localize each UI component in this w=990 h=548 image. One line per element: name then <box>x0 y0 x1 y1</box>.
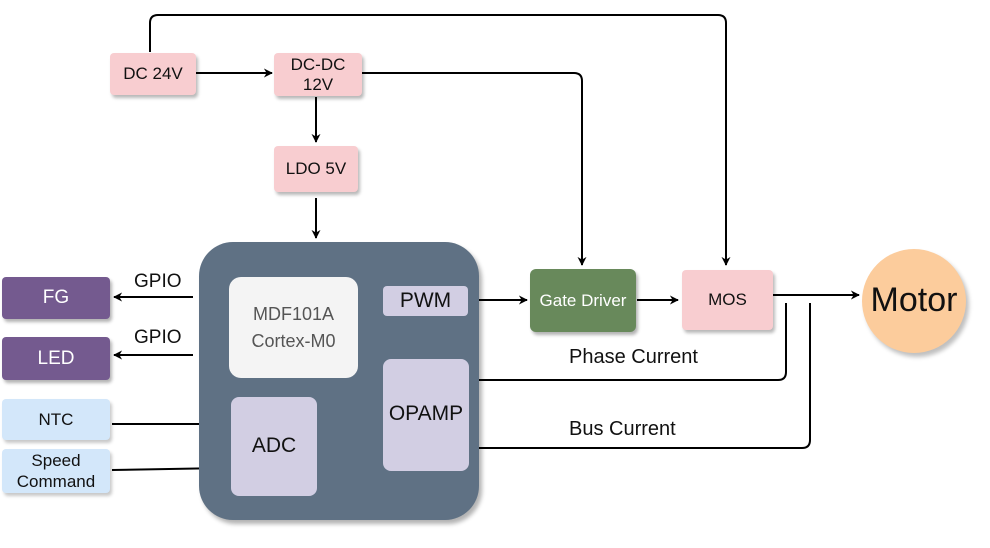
wire-dcdc-to-gate-driver <box>362 72 587 266</box>
wire-bus-current <box>470 303 811 453</box>
phase-current-label: Phase Current <box>569 346 698 368</box>
pwm-block: PWM <box>383 286 468 316</box>
opamp-label: OPAMP <box>388 402 464 425</box>
opamp-block: OPAMP <box>383 359 469 471</box>
ntc-input-node: NTC <box>2 399 110 440</box>
dc-dc-converter-node: DC-DC 12V <box>274 53 362 96</box>
mos-label: MOS <box>708 290 747 310</box>
gate-driver-label: Gate Driver <box>539 290 627 310</box>
pwm-label: PWM <box>399 288 452 312</box>
gpio-fg-label: GPIO <box>134 271 182 292</box>
gate-driver-node: Gate Driver <box>530 269 636 332</box>
wire-dc24v-to-mos <box>149 14 731 266</box>
fg-label: FG <box>42 287 70 309</box>
adc-block: ADC <box>231 397 317 496</box>
mcu-core-label-line1: MDF101A <box>252 304 335 325</box>
motor-label: Motor <box>870 281 958 320</box>
bus-current-label: Bus Current <box>569 418 676 440</box>
mos-node: MOS <box>682 270 773 330</box>
ntc-label: NTC <box>38 409 74 429</box>
motor-node: Motor <box>862 249 966 353</box>
gpio-led-label: GPIO <box>134 327 182 348</box>
ldo-5v-label: LDO 5V <box>285 159 347 179</box>
fg-output-node: FG <box>2 277 110 319</box>
adc-label: ADC <box>251 434 297 458</box>
speed-command-label-line1: Speed <box>31 450 81 470</box>
dc-24v-node: DC 24V <box>110 53 196 95</box>
speed-command-input-node: Speed Command <box>2 449 110 493</box>
dc-dc-label-line2: 12V <box>302 74 334 94</box>
mcu-core-label-line2: Cortex-M0 <box>251 330 336 351</box>
dc-24v-label: DC 24V <box>123 64 183 84</box>
dc-dc-label-line1: DC-DC <box>290 54 346 74</box>
led-output-node: LED <box>2 337 110 380</box>
ldo-5v-node: LDO 5V <box>274 146 358 192</box>
led-label: LED <box>37 347 75 369</box>
wire-phase-current <box>470 303 787 385</box>
speed-command-label-line2: Command <box>16 472 96 491</box>
mcu-core: MDF101A Cortex-M0 <box>229 277 358 378</box>
